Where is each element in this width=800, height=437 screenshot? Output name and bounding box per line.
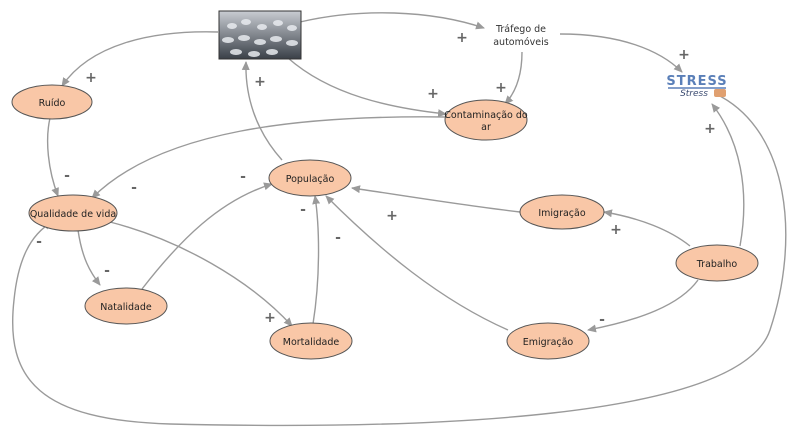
stress-logo-text: STRESS [666, 74, 727, 89]
node-emigracao[interactable]: Emigração [506, 322, 590, 360]
edge-populacao-to-photo [241, 61, 283, 161]
sign-plus-contaminacao-a: + [427, 86, 439, 102]
mortalidade-label: Mortalidade [283, 337, 340, 348]
node-mortalidade[interactable]: Mortalidade [269, 322, 353, 360]
sign-minus-mort-pop: - [300, 202, 306, 218]
sign-minus-qual-natal: - [104, 263, 110, 279]
node-trabalho[interactable]: Trabalho [675, 244, 759, 282]
node-ruido[interactable]: Ruído [11, 84, 93, 120]
sign-plus-contaminacao-b: + [495, 80, 507, 96]
edge-trafego-to-contaminacao [504, 51, 523, 105]
node-imigracao[interactable]: Imigração [519, 194, 605, 230]
edge-contaminacao-to-qualidade [91, 116, 447, 199]
edge-trabalho-to-stress [711, 103, 745, 247]
edge-mortalidade-to-populacao [312, 195, 321, 325]
edges [12, 12, 787, 427]
edge-photo-to-trafego [299, 12, 485, 30]
sign-minus-contam-qual: - [131, 180, 137, 196]
stress-logo-subtext: Stress [680, 89, 708, 99]
edge-trafego-to-stress [559, 33, 683, 73]
node-qualidade[interactable]: Qualidade de vida [28, 194, 118, 232]
edge-qualidade-to-natalidade [77, 229, 101, 286]
parking-lot-photo[interactable] [218, 10, 302, 60]
sign-minus-emig-pop: - [335, 230, 341, 246]
trabalho-label: Trabalho [696, 259, 738, 270]
sign-plus-ruido: + [85, 70, 97, 86]
sign-minus-natal-pop: - [240, 169, 246, 185]
sign-plus-trab-imig: + [610, 222, 622, 238]
edge-ruido-to-qualidade [46, 117, 59, 197]
edge-qualidade-to-mortalidade [109, 221, 293, 327]
populacao-label: População [286, 174, 335, 185]
polarity-signs: + + + + + + + - - - - - + + - - + - [36, 30, 716, 328]
sign-plus-imig-pop: + [386, 208, 398, 224]
node-populacao[interactable]: População [268, 159, 352, 197]
contaminacao-label-line1: Contaminação do [444, 110, 528, 121]
node-natalidade[interactable]: Natalidade [84, 287, 168, 325]
edge-imigracao-to-populacao [351, 185, 521, 213]
sign-plus-trafego: + [456, 30, 468, 46]
edge-emigracao-to-populacao [325, 195, 509, 331]
sign-plus-qual-mort: + [264, 310, 276, 326]
sign-minus-ruido-qual: - [64, 168, 70, 184]
ruido-label: Ruído [39, 98, 66, 109]
stress-logo-icon[interactable]: STRESS Stress [666, 74, 727, 99]
edge-trabalho-to-emigracao [587, 279, 699, 333]
edge-natalidade-to-populacao [141, 182, 273, 290]
trafego-label-line1: Tráfego de [495, 24, 546, 35]
sign-plus-stress-top: + [678, 47, 690, 63]
contaminacao-label-line2: ar [481, 122, 491, 133]
imigracao-label: Imigração [538, 208, 585, 219]
node-contaminacao[interactable]: Contaminação do ar [444, 99, 528, 141]
sign-plus-populacao-photo: + [254, 74, 266, 90]
edge-trafego-photo-to-ruido [61, 31, 219, 87]
edge-photo-to-contaminacao [287, 57, 447, 118]
natalidade-label: Natalidade [100, 302, 152, 313]
sign-minus-trab-emig: - [599, 312, 605, 328]
sign-plus-stress-trabalho: + [704, 121, 716, 137]
sign-minus-stress-qual: - [36, 234, 42, 250]
edge-stress-to-qualidade [12, 93, 787, 427]
node-trafego[interactable]: Tráfego de automóveis [493, 24, 549, 48]
qualidade-label: Qualidade de vida [30, 209, 116, 220]
edge-trabalho-to-imigracao [603, 209, 691, 247]
emigracao-label: Emigração [523, 337, 574, 348]
trafego-label-line2: automóveis [493, 37, 549, 48]
